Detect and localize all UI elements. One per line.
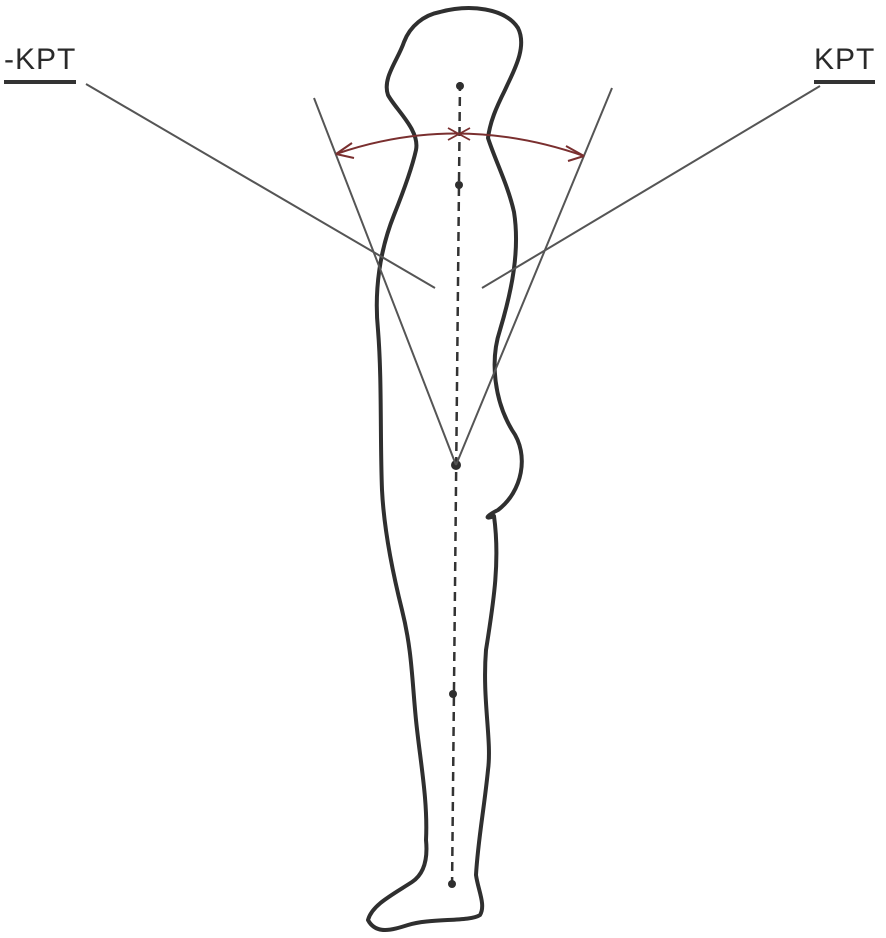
body-silhouette (368, 8, 522, 930)
label-positive-kpt: KPT (814, 44, 875, 84)
landmark-dot-shoulder (455, 181, 463, 189)
angle-line-left (314, 98, 456, 465)
leader-line-right (482, 86, 820, 288)
landmark-dot-knee (449, 690, 457, 698)
angle-line-right (456, 88, 612, 465)
landmark-dot-ear (456, 82, 464, 90)
label-negative-kpt: -KPT (4, 44, 76, 84)
landmark-dot-ankle (448, 880, 456, 888)
vertical-reference-line (452, 82, 460, 890)
leader-line-left (86, 84, 435, 288)
